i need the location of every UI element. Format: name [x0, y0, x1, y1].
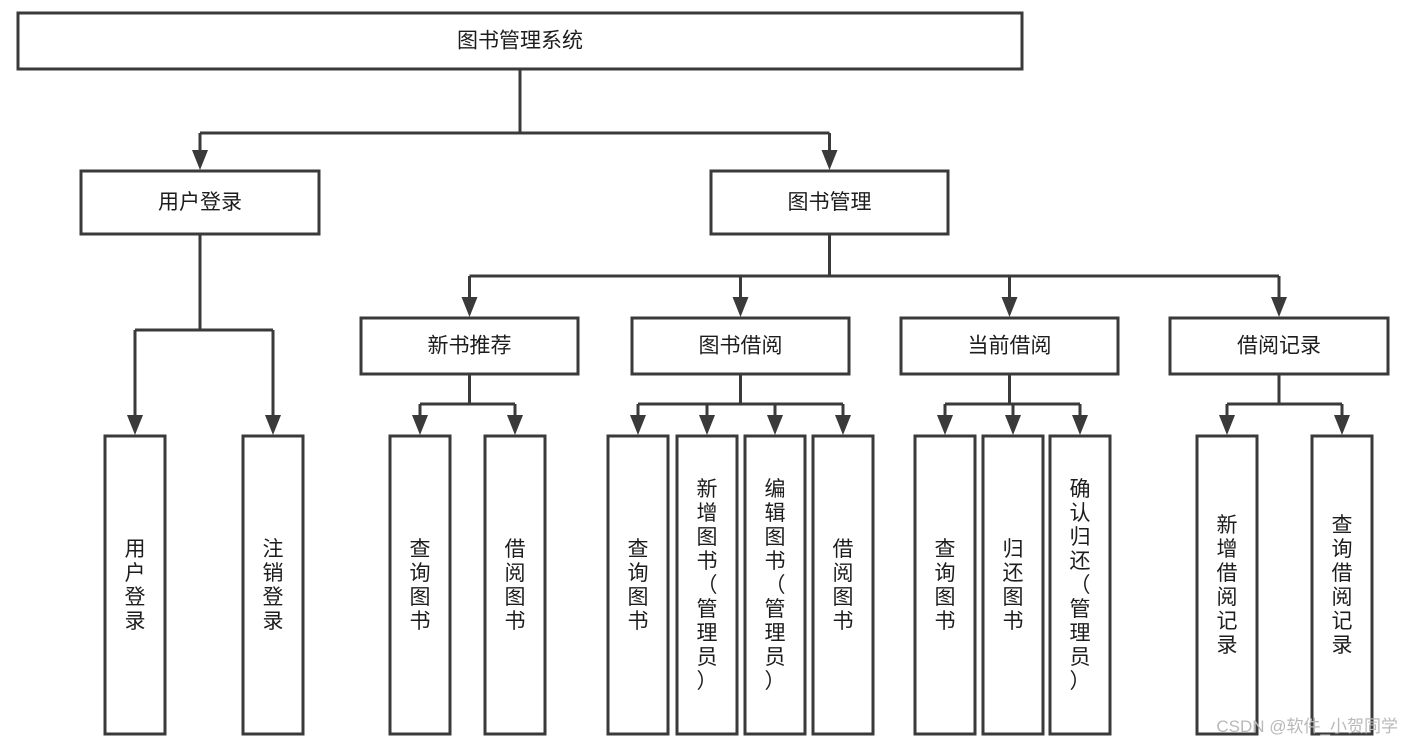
csdn-watermark: CSDN @软件_小贺同学	[1216, 717, 1398, 736]
arrow-head-icon	[507, 415, 523, 435]
arrow-head-icon	[192, 150, 208, 170]
node-root-root-box	[16, 11, 1024, 71]
node-leaf-query-book-current[interactable]: 查询图书	[913, 434, 977, 736]
node-book-management-label: 图书管理	[788, 191, 872, 214]
node-leaf-add-book-admin-box	[675, 434, 739, 736]
node-leaf-borrow-book-box	[811, 434, 875, 736]
node-leaf-query-book-current-box	[913, 434, 977, 736]
node-leaf-query-book-current-label: 查询图书	[935, 538, 956, 633]
node-leaf-edit-book-admin[interactable]: 编辑图书（管理员）	[743, 434, 807, 736]
node-book-borrow[interactable]: 图书借阅	[630, 316, 851, 376]
arrow-head-icon	[1271, 297, 1287, 317]
node-leaf-borrow-book[interactable]: 借阅图书	[811, 434, 875, 736]
node-new-book-recommend-box	[359, 316, 580, 376]
node-current-borrow-label: 当前借阅	[968, 335, 1052, 358]
node-new-book-recommend-label: 新书推荐	[428, 335, 512, 358]
arrow-head-icon	[265, 415, 281, 435]
arrow-head-icon	[461, 297, 478, 317]
node-leaf-edit-book-admin-box	[743, 434, 807, 736]
node-book-borrow-box	[630, 316, 851, 376]
node-root-root[interactable]: 图书管理系统	[16, 11, 1024, 71]
node-borrow-records-box	[1168, 316, 1390, 376]
node-leaf-query-borrow-record-label: 查询借阅记录	[1332, 514, 1353, 657]
arrow-head-icon	[1001, 297, 1018, 317]
node-borrow-records[interactable]: 借阅记录	[1168, 316, 1390, 376]
node-book-management[interactable]: 图书管理	[709, 169, 950, 236]
arrow-head-icon	[835, 415, 851, 435]
arrow-head-icon	[767, 415, 783, 435]
node-leaf-add-book-admin[interactable]: 新增图书（管理员）	[675, 434, 739, 736]
node-leaf-user-login[interactable]: 用户登录	[103, 434, 167, 736]
arrow-head-icon	[1072, 415, 1088, 435]
node-leaf-confirm-return-admin-box	[1048, 434, 1112, 736]
arrow-head-icon	[937, 415, 953, 435]
node-leaf-query-book-borrow[interactable]: 查询图书	[606, 434, 670, 736]
node-leaf-add-borrow-record[interactable]: 新增借阅记录	[1195, 434, 1259, 736]
arrow-head-icon	[1219, 415, 1235, 435]
node-leaf-query-book-recommend-box	[388, 434, 452, 736]
arrow-head-icon	[1334, 415, 1350, 435]
node-leaf-add-book-admin-label: 新增图书（管理员）	[697, 478, 718, 693]
node-leaf-confirm-return-admin[interactable]: 确认归还（管理员）	[1048, 434, 1112, 736]
node-leaf-query-book-borrow-label: 查询图书	[628, 538, 649, 633]
node-leaf-add-borrow-record-label: 新增借阅记录	[1217, 514, 1238, 657]
nodes-layer: 图书管理系统用户登录图书管理新书推荐图书借阅当前借阅借阅记录用户登录注销登录查询…	[16, 11, 1390, 736]
node-leaf-borrow-book-recommend-box	[483, 434, 547, 736]
arrow-head-icon	[699, 415, 715, 435]
node-book-borrow-label: 图书借阅	[699, 335, 783, 358]
node-leaf-query-book-borrow-box	[606, 434, 670, 736]
node-leaf-logout-login-box	[241, 434, 305, 736]
node-leaf-user-login-label: 用户登录	[125, 538, 146, 633]
node-leaf-confirm-return-admin-label: 确认归还（管理员）	[1070, 478, 1091, 693]
arrow-head-icon	[1005, 415, 1021, 435]
arrow-head-icon	[412, 415, 428, 435]
arrow-head-icon	[127, 415, 143, 435]
node-current-borrow[interactable]: 当前借阅	[899, 316, 1120, 376]
node-root-root-label: 图书管理系统	[457, 30, 583, 53]
node-book-management-box	[709, 169, 950, 236]
node-leaf-add-borrow-record-box	[1195, 434, 1259, 736]
arrow-head-icon	[821, 150, 838, 170]
node-leaf-return-book[interactable]: 归还图书	[981, 434, 1045, 736]
node-leaf-borrow-book-label: 借阅图书	[833, 538, 854, 633]
node-new-book-recommend[interactable]: 新书推荐	[359, 316, 580, 376]
node-user-login[interactable]: 用户登录	[79, 169, 321, 236]
node-leaf-return-book-box	[981, 434, 1045, 736]
node-leaf-query-book-recommend[interactable]: 查询图书	[388, 434, 452, 736]
connectors-layer	[127, 69, 1350, 435]
arrow-head-icon	[732, 297, 749, 317]
node-leaf-borrow-book-recommend-label: 借阅图书	[505, 538, 526, 633]
node-user-login-box	[79, 169, 321, 236]
node-leaf-borrow-book-recommend[interactable]: 借阅图书	[483, 434, 547, 736]
node-leaf-query-borrow-record-box	[1310, 434, 1374, 736]
node-leaf-return-book-label: 归还图书	[1003, 538, 1024, 633]
node-leaf-logout-login[interactable]: 注销登录	[241, 434, 305, 736]
arrow-head-icon	[630, 415, 646, 435]
node-borrow-records-label: 借阅记录	[1237, 335, 1321, 358]
node-leaf-user-login-box	[103, 434, 167, 736]
node-leaf-edit-book-admin-label: 编辑图书（管理员）	[765, 478, 786, 693]
node-leaf-query-borrow-record[interactable]: 查询借阅记录	[1310, 434, 1374, 736]
node-user-login-label: 用户登录	[158, 191, 242, 214]
node-leaf-query-book-recommend-label: 查询图书	[410, 538, 431, 633]
node-leaf-logout-login-label: 注销登录	[263, 538, 284, 633]
node-current-borrow-box	[899, 316, 1120, 376]
